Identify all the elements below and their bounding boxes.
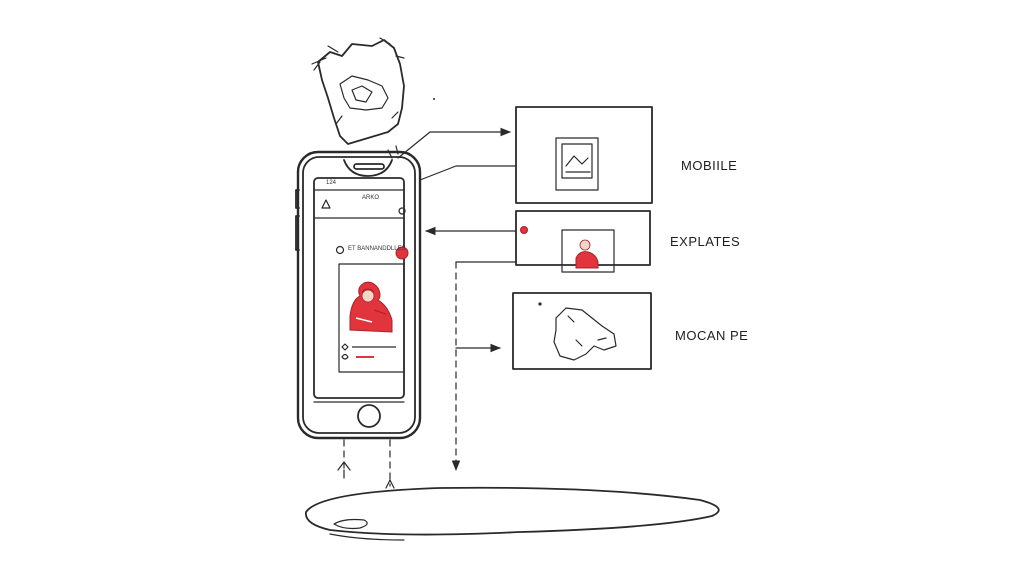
label-mocan-pe: MOCAN PE	[675, 328, 749, 343]
post-image-card[interactable]	[338, 263, 405, 373]
animal-head-sketch	[553, 307, 617, 361]
phone-post-title: ET BANNANDDLLES	[348, 246, 406, 252]
heart-icon[interactable]	[341, 343, 349, 351]
phone-header-text: ARKO	[362, 195, 380, 201]
label-mobile: MOBIILE	[681, 158, 738, 173]
post-avatar-icon	[335, 245, 345, 255]
panel-explates	[515, 210, 651, 273]
red-notification-dot-icon[interactable]	[395, 246, 409, 260]
image-frame-icon	[555, 137, 599, 191]
red-pin-icon	[520, 226, 528, 234]
connector-lines	[337, 127, 517, 489]
explates-thumbnail	[561, 229, 615, 273]
label-explates: EXPLATES	[670, 234, 741, 249]
home-button[interactable]	[357, 404, 381, 428]
red-hoodie-character-icon	[349, 281, 393, 333]
comment-icon[interactable]	[341, 353, 349, 360]
panel-mocan-pe	[512, 292, 652, 370]
smartphone-sketch	[295, 150, 422, 440]
phone-screen-content	[321, 199, 409, 373]
crumpled-paper-sketch	[311, 37, 435, 159]
panel-mobile	[515, 106, 653, 204]
base-platform-sketch	[305, 486, 720, 541]
triangle-logo-icon	[321, 199, 331, 209]
phone-status-left: 124	[326, 180, 337, 186]
menu-dot-icon	[398, 207, 406, 215]
